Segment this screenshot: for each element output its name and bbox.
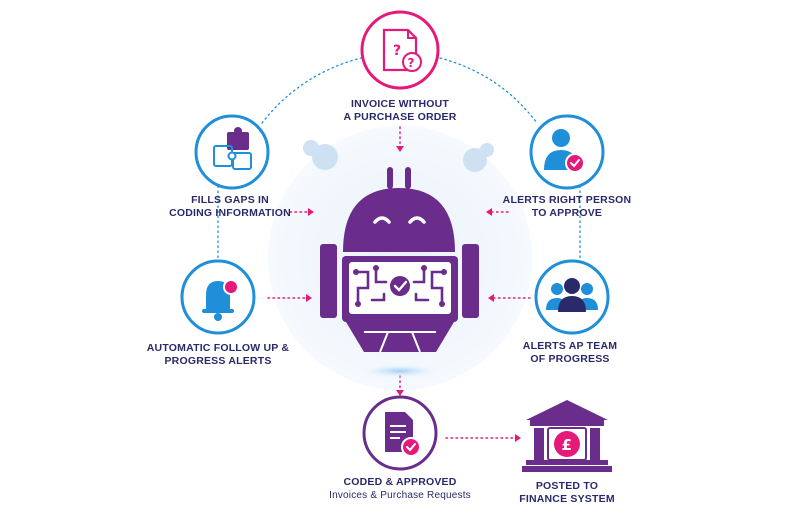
gear-icon [303,140,494,172]
bell-alert-icon [202,279,239,321]
inner-arrows [267,126,531,439]
invoice-node: ? ? [360,10,440,90]
posted-label-line2: FINANCE SYSTEM [519,493,615,505]
fills-gaps-label: FILLS GAPS IN CODING INFORMATION [169,194,291,220]
question-document-icon: ? ? [382,28,422,72]
alerts-right-label: ALERTS RIGHT PERSON TO APPROVE [503,194,632,220]
alerts-right-label-line2: TO APPROVE [531,207,603,219]
posted-label: POSTED TO FINANCE SYSTEM [519,480,615,506]
invoice-label-line1: INVOICE WITHOUT [350,98,450,110]
svg-text:?: ? [393,43,401,59]
fills-gaps-label-line1: FILLS GAPS IN [191,194,269,206]
robot-icon [320,167,479,379]
coded-label-line2: Invoices & Purchase Requests [329,490,471,501]
alerts-ap-label: ALERTS AP TEAM OF PROGRESS [523,340,617,366]
invoice-label: INVOICE WITHOUT A PURCHASE ORDER [343,98,456,124]
coded-node [362,395,438,471]
arrow-heads [306,146,521,442]
alerts-ap-label-line2: OF PROGRESS [530,353,610,365]
follow-up-label-line2: PROGRESS ALERTS [164,355,272,367]
follow-up-node [180,259,256,335]
invoice-label-line2: A PURCHASE ORDER [343,111,457,123]
team-icon [546,278,598,312]
alerts-right-label-line1: ALERTS RIGHT PERSON [502,194,632,206]
approved-document-icon [385,412,421,457]
svg-text:?: ? [408,56,415,70]
puzzle-icon [213,127,252,170]
follow-up-label: AUTOMATIC FOLLOW UP & PROGRESS ALERTS [147,342,289,368]
alerts-right-node [529,114,605,190]
posted-label-line1: POSTED TO [535,480,599,492]
coded-label: CODED & APPROVED Invoices & Purchase Req… [329,476,471,502]
follow-up-label-line1: AUTOMATIC FOLLOW UP & [146,342,290,354]
fills-gaps-label-line2: CODING INFORMATION [169,207,291,219]
outer-connectors [217,57,581,271]
alerts-ap-label-line1: ALERTS AP TEAM [522,340,618,352]
fills-gaps-node [194,114,270,190]
bank-pound-icon: £ [522,400,612,472]
coded-label-line1: CODED & APPROVED [343,476,457,488]
alerts-ap-node [534,259,610,335]
svg-text:£: £ [562,436,572,454]
user-check-icon [544,129,585,173]
